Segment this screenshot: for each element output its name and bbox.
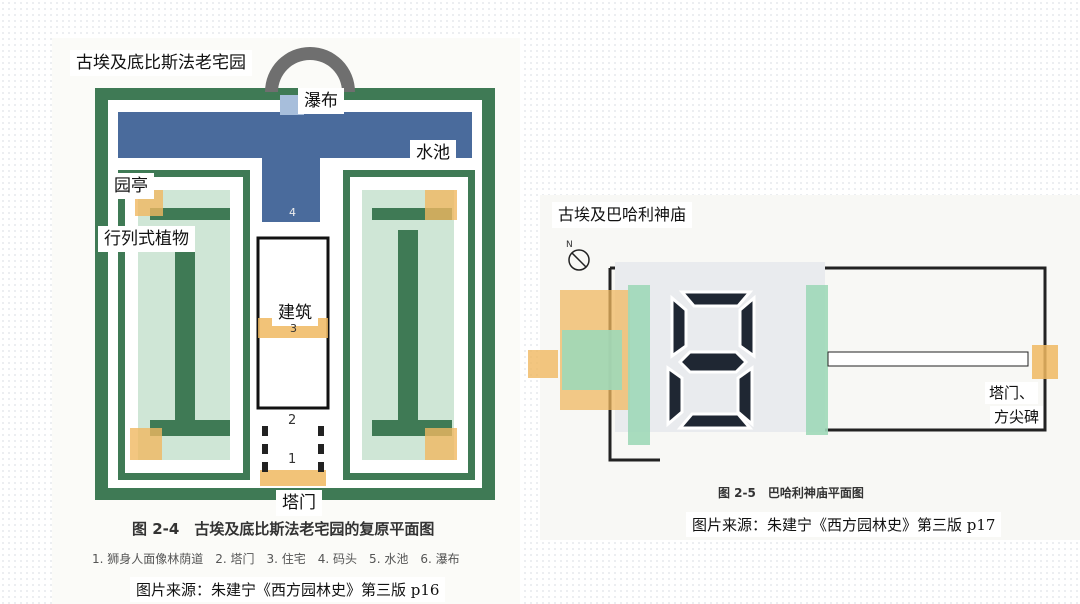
tree-row-green [806, 285, 828, 435]
pond-vertical [262, 112, 320, 222]
right-figure-caption: 图 2-5 巴哈利神庙平面图 [718, 486, 864, 500]
label-pond: 水池 [410, 140, 456, 166]
label-row-planting: 行列式植物 [98, 226, 195, 252]
right-central-canal [398, 230, 418, 420]
left-figure-source: 图片来源：朱建宁《西方园林史》第三版 p16 [130, 577, 446, 602]
sanctuary-court [562, 330, 622, 390]
left-central-canal [175, 230, 195, 420]
label-pylon-obelisk-line1: 塔门、 [985, 382, 1039, 404]
label-pylon: 塔门 [276, 490, 322, 516]
pavilion-top-right [425, 190, 457, 220]
plan-number-3: 3 [290, 322, 297, 335]
right-figure-title: 古埃及巴哈利神庙 [552, 202, 693, 228]
seven-segment-eight-icon [666, 290, 756, 430]
label-waterfall: 瀑布 [298, 88, 344, 114]
plan-number-4: 4 [289, 206, 296, 219]
label-pavilion: 园亭 [108, 173, 154, 199]
left-figure-title: 古埃及底比斯法老宅园 [70, 50, 252, 76]
label-pylon-obelisk-line2: 方尖碑 [990, 406, 1044, 428]
right-figure-source: 图片来源：朱建宁《西方园林史》第三版 p17 [686, 512, 1002, 537]
plan-number-1: 1 [288, 452, 297, 467]
plan-number-2: 2 [288, 413, 297, 428]
left-figure-legend: 1. 狮身人面像林荫道 2. 塔门 3. 住宅 4. 码头 5. 水池 6. 瀑… [92, 552, 460, 566]
pylon-highlight [260, 470, 326, 486]
left-figure-caption: 图 2-4 古埃及底比斯法老宅园的复原平面图 [132, 520, 435, 538]
waterfall-arc [265, 47, 355, 92]
label-building: 建筑 [272, 300, 318, 326]
causeway [827, 351, 1029, 367]
north-arrow-icon [568, 249, 590, 271]
pylon-obelisk-highlight [1032, 345, 1058, 379]
colonnade-green [628, 285, 650, 445]
sphinx-avenue [262, 426, 324, 472]
north-label: N [566, 240, 573, 250]
pavilion-bottom-right [425, 428, 457, 460]
rear-chapel [528, 350, 558, 378]
pavilion-bottom-left [130, 428, 162, 460]
